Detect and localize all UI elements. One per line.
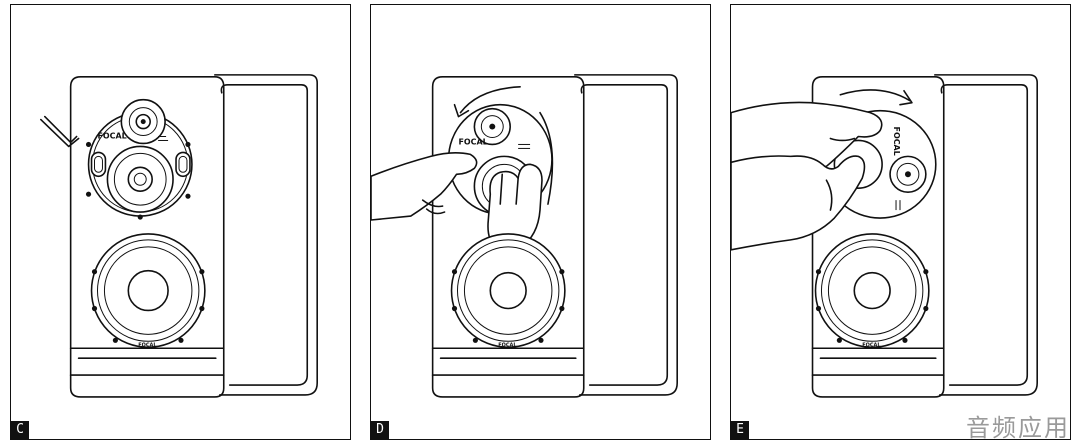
brand-logo-top: FOCAL (458, 137, 487, 146)
brand-logo-bottom: FOCAL (498, 342, 517, 348)
step-label-c: C (11, 421, 29, 439)
step-panel-e: FOCAL FOCAL E (730, 4, 1071, 440)
speaker-illustration-c: FOCAL FOCAL (40, 74, 318, 398)
step-panel-d: FOCAL FOCAL D (370, 4, 711, 440)
brand-logo-top: FOCAL (892, 127, 901, 156)
step-label-e: E (731, 421, 749, 439)
step-label-d: D (371, 421, 389, 439)
step-panel-c: FOCAL FOCAL C (10, 4, 351, 440)
brand-logo-bottom: FOCAL (138, 342, 157, 348)
speaker-illustration-d: FOCAL FOCAL (371, 74, 678, 398)
watermark-text: 音频应用 (966, 414, 1070, 442)
speaker-illustration-e: FOCAL FOCAL (731, 74, 1038, 398)
brand-logo-bottom: FOCAL (862, 342, 881, 348)
brand-logo-top: FOCAL (97, 131, 126, 140)
